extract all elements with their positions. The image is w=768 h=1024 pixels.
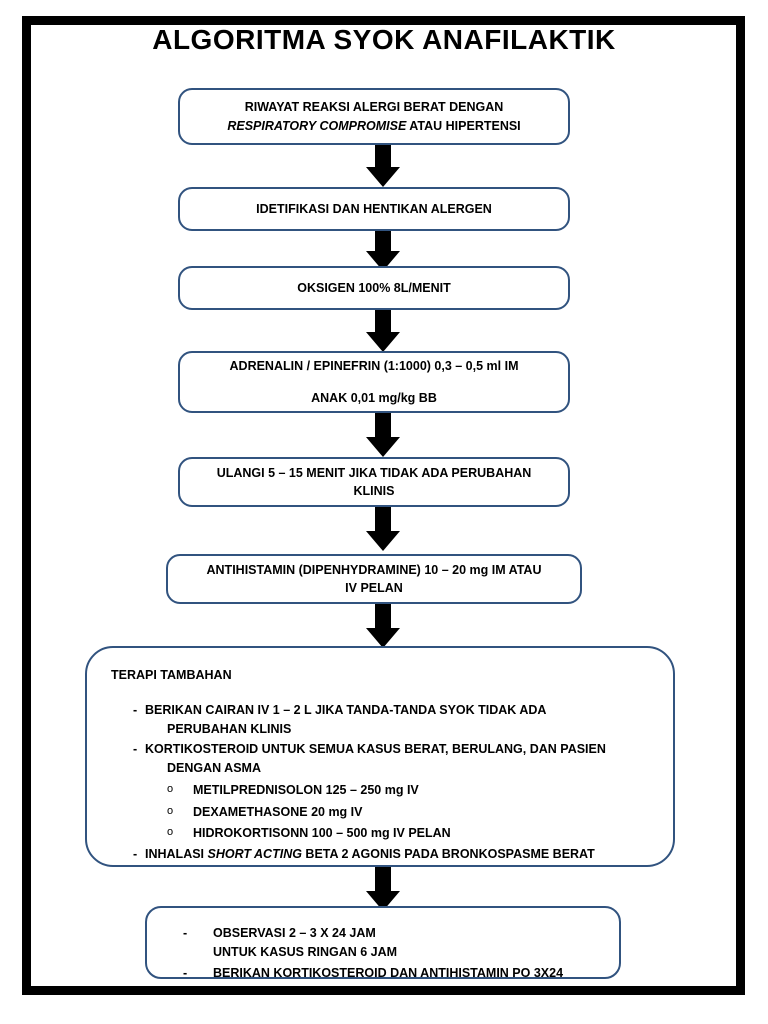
list-item: - KORTIKOSTEROID UNTUK SEMUA KASUS BERAT… [111, 740, 651, 759]
circle-bullet-icon: o [167, 804, 174, 817]
arrow-shaft [375, 867, 391, 893]
flow-box-identifikasi-line1: IDETIFIKASI DAN HENTIKAN ALERGEN [256, 201, 492, 216]
terapi-tambahan-heading: TERAPI TAMBAHAN [111, 668, 232, 682]
flow-box-riwayat: RIWAYAT REAKSI ALERGI BERAT DENGAN RESPI… [178, 88, 570, 145]
flow-box-identifikasi: IDETIFIKASI DAN HENTIKAN ALERGEN [178, 187, 570, 231]
list-item: - OBSERVASI 2 – 3 X 24 JAM [169, 924, 601, 943]
flow-box-observasi: - OBSERVASI 2 – 3 X 24 JAM UNTUK KASUS R… [145, 906, 621, 980]
arrow-shaft [375, 310, 391, 334]
dash-bullet-icon: - [133, 847, 138, 861]
dash-bullet-icon: - [133, 702, 138, 717]
terapi-item-continuation: PERUBAHAN KLINIS [167, 721, 292, 736]
flow-box-ulangi: ULANGI 5 – 15 MENIT JIKA TIDAK ADA PERUB… [178, 457, 570, 507]
arrow-down-5 [366, 507, 400, 551]
arrow-head [366, 437, 400, 457]
terapi-item-inhalasi: INHALASI SHORT ACTING BETA 2 AGONIS PADA… [145, 845, 651, 864]
inhalasi-prefix: INHALASI [145, 847, 208, 861]
arrow-shaft [375, 231, 391, 253]
observasi-item-text: BERIKAN KORTIKOSTEROID DAN ANTIHISTAMIN … [213, 965, 564, 980]
dash-bullet-icon: - [183, 965, 188, 980]
flow-box-riwayat-line2: RESPIRATORY COMPROMISE ATAU HIPERTENSI [180, 117, 568, 135]
arrow-head [366, 628, 400, 648]
flow-box-antihistamin-line1: ANTIHISTAMIN (DIPENHYDRAMINE) 10 – 20 mg… [206, 562, 542, 577]
arrow-shaft [375, 604, 391, 630]
arrow-down-7 [366, 867, 400, 911]
italic-term-respiratory-compromise: RESPIRATORY COMPROMISE [227, 118, 407, 133]
arrow-down-3 [366, 310, 400, 352]
list-item: o METILPREDNISOLON 125 – 250 mg IV [111, 781, 651, 800]
observasi-item-continuation: UNTUK KASUS RINGAN 6 JAM [213, 944, 398, 959]
italic-term-short-acting: SHORT ACTING [207, 847, 302, 861]
flow-box-antihistamin-line2: IV PELAN [345, 581, 403, 595]
terapi-subitem-text: HIDROKORTISONN 100 – 500 mg IV PELAN [193, 826, 451, 841]
flow-box-riwayat-line1: RIWAYAT REAKSI ALERGI BERAT DENGAN [244, 100, 504, 115]
arrow-shaft [375, 413, 391, 439]
dash-bullet-icon: - [133, 742, 138, 757]
flow-box-antihistamin: ANTIHISTAMIN (DIPENHYDRAMINE) 10 – 20 mg… [166, 554, 582, 604]
flow-box-ulangi-line1: ULANGI 5 – 15 MENIT JIKA TIDAK ADA PERUB… [216, 465, 532, 480]
flow-box-oksigen-line1: OKSIGEN 100% 8L/MENIT [297, 280, 451, 295]
flow-box-oksigen: OKSIGEN 100% 8L/MENIT [178, 266, 570, 310]
circle-bullet-icon: o [167, 826, 174, 839]
terapi-item-text: BERIKAN CAIRAN IV 1 – 2 L JIKA TANDA-TAN… [145, 702, 547, 717]
circle-bullet-icon: o [167, 782, 174, 795]
arrow-head [366, 332, 400, 352]
page-title: ALGORITMA SYOK ANAFILAKTIK [152, 24, 616, 55]
flow-box-riwayat-line2-rest: ATAU HIPERTENSI [406, 118, 521, 133]
arrow-head [366, 531, 400, 551]
arrow-shaft [375, 145, 391, 169]
arrow-down-2 [366, 231, 400, 271]
arrow-head [366, 167, 400, 187]
terapi-subitem-text: DEXAMETHASONE 20 mg IV [193, 804, 363, 819]
terapi-item-continuation: DENGAN ASMA [167, 761, 261, 775]
observasi-item-text: OBSERVASI 2 – 3 X 24 JAM [213, 926, 376, 940]
dash-bullet-icon: - [183, 926, 188, 940]
list-item: - INHALASI SHORT ACTING BETA 2 AGONIS PA… [111, 845, 651, 864]
terapi-item-text: KORTIKOSTEROID UNTUK SEMUA KASUS BERAT, … [145, 742, 606, 757]
list-item: - BERIKAN KORTIKOSTEROID DAN ANTIHISTAMI… [169, 964, 601, 983]
arrow-shaft [375, 507, 391, 533]
list-item: o DEXAMETHASONE 20 mg IV [111, 803, 651, 822]
list-item: o HIDROKORTISONN 100 – 500 mg IV PELAN [111, 824, 651, 843]
flow-box-ulangi-line2: KLINIS [353, 484, 395, 498]
arrow-down-6 [366, 604, 400, 648]
list-item: - BERIKAN CAIRAN IV 1 – 2 L JIKA TANDA-T… [111, 701, 651, 720]
terapi-subitem-text: METILPREDNISOLON 125 – 250 mg IV [193, 782, 419, 797]
inhalasi-suffix: BETA 2 AGONIS PADA BRONKOSPASME BERAT [301, 847, 595, 861]
flow-box-adrenalin: ADRENALIN / EPINEFRIN (1:1000) 0,3 – 0,5… [178, 351, 570, 413]
flow-box-terapi-tambahan: TERAPI TAMBAHAN - BERIKAN CAIRAN IV 1 – … [85, 646, 675, 867]
arrow-down-1 [366, 145, 400, 187]
flow-box-adrenalin-line1: ADRENALIN / EPINEFRIN (1:1000) 0,3 – 0,5… [229, 358, 519, 373]
flow-box-adrenalin-line2: ANAK 0,01 mg/kg BB [311, 391, 437, 405]
arrow-down-4 [366, 413, 400, 457]
